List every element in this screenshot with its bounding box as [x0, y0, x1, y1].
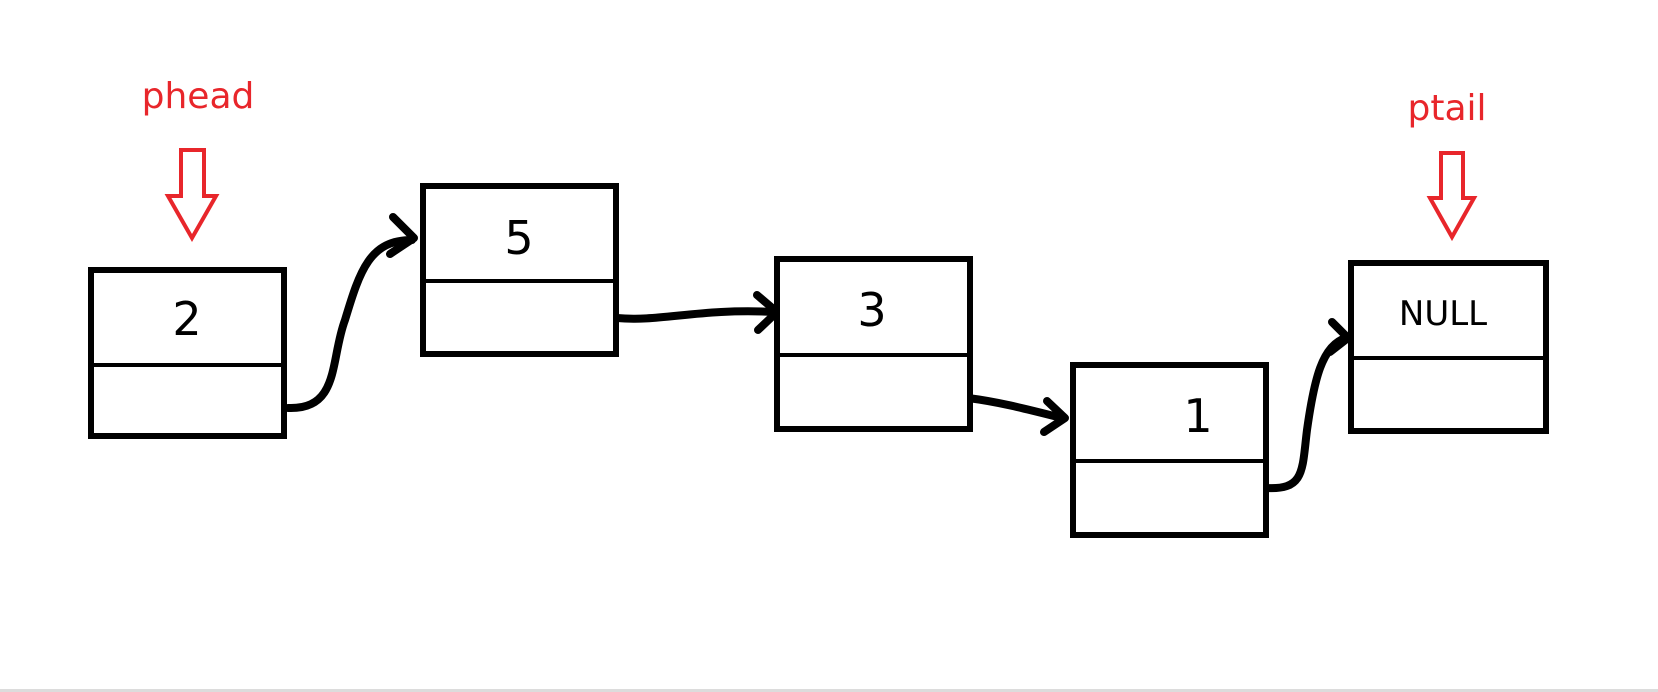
tail-pointer: ptail [1407, 88, 1487, 242]
node-box [420, 183, 619, 357]
node-value: NULL [1399, 294, 1487, 334]
tail-pointer-label: ptail [1407, 88, 1486, 129]
node-value: 2 [172, 292, 201, 346]
list-node-0: 2 [88, 267, 287, 439]
link-node-2-to-node-3 [964, 394, 1069, 436]
down-arrow-icon [1426, 151, 1478, 242]
link-node-0-to-node-1 [284, 213, 418, 413]
down-arrow-icon [164, 148, 220, 243]
list-node-3: 1 [1070, 362, 1269, 538]
list-node-2: 3 [774, 256, 973, 432]
head-pointer-label: phead [142, 76, 255, 117]
bottom-border [0, 689, 1658, 692]
links [284, 213, 1352, 493]
node-box [1070, 362, 1269, 538]
node-box [774, 256, 973, 432]
node-value: 1 [1183, 389, 1212, 443]
list-node-1: 5 [420, 183, 619, 357]
list-node-4: NULL [1348, 260, 1549, 434]
node-box [88, 267, 287, 439]
link-node-3-to-node-4 [1263, 318, 1352, 493]
head-pointer: phead [142, 76, 255, 243]
link-node-1-to-node-2 [613, 291, 781, 334]
node-value: 3 [857, 283, 886, 337]
node-value: 5 [504, 211, 533, 265]
node-box [1348, 260, 1549, 434]
